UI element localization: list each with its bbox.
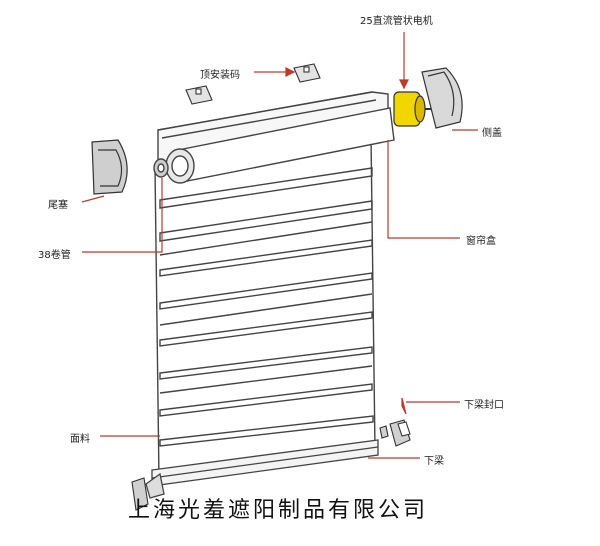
label-tube: 38卷管 bbox=[38, 250, 71, 261]
label-motor: 25直流管状电机 bbox=[360, 16, 433, 27]
label-cassette: 窗帘盒 bbox=[466, 236, 496, 247]
top-mount-brackets bbox=[185, 63, 321, 105]
bottom-rail bbox=[145, 439, 379, 499]
tubular-motor bbox=[393, 91, 444, 127]
bottom-rail-caps bbox=[131, 419, 411, 511]
label-fabric: 面料 bbox=[70, 434, 90, 445]
label-bottom-rail-cap: 下梁封口 bbox=[464, 400, 504, 411]
label-top-mount: 顶安装码 bbox=[200, 70, 240, 81]
company-name: 上海光羞遮阳制品有限公司 bbox=[128, 498, 429, 523]
leader-lines bbox=[81, 32, 478, 459]
fabric-panel bbox=[154, 135, 376, 481]
end-plug bbox=[91, 139, 128, 195]
label-side-cover: 侧盖 bbox=[482, 128, 502, 139]
side-cover bbox=[421, 67, 463, 129]
roller-tube bbox=[153, 107, 395, 184]
label-bottom-rail: 下梁 bbox=[424, 456, 444, 467]
label-end-plug: 尾塞 bbox=[48, 200, 68, 211]
